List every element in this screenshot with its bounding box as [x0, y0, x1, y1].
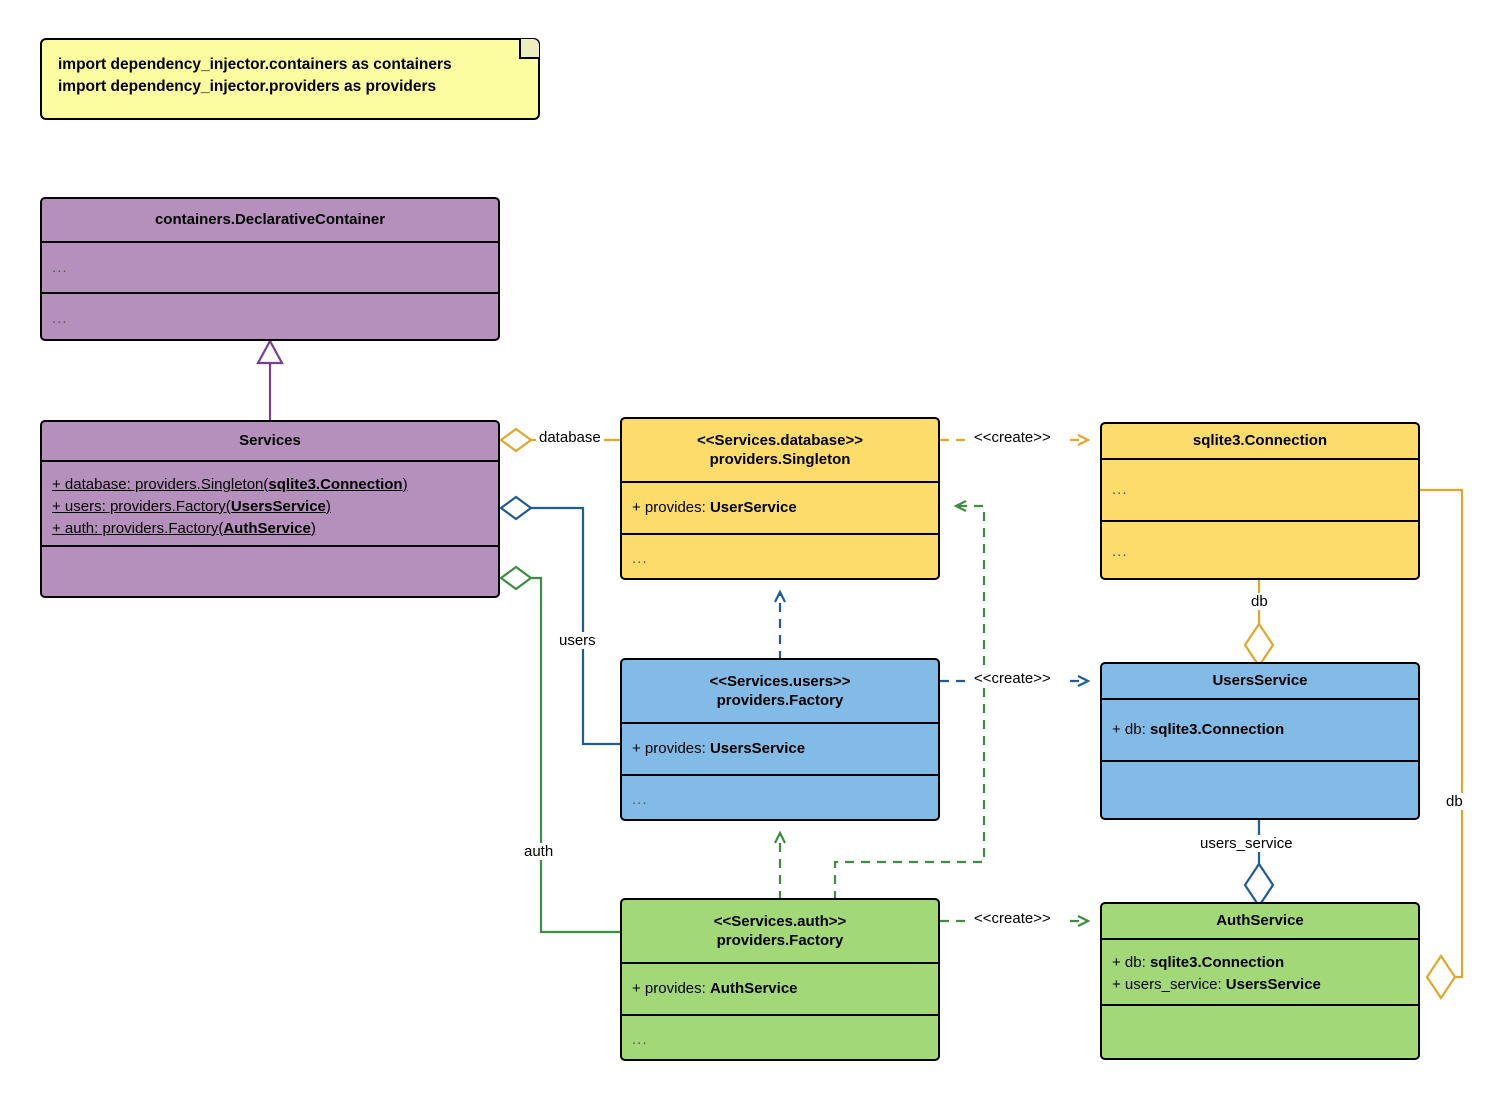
class-services-auth-header: <<Services.auth>> providers.Factory	[622, 900, 938, 962]
edge-label-create-users: <<create>>	[971, 670, 1054, 687]
edge-label-users: users	[556, 632, 599, 649]
class-services-database-methods: ...	[632, 549, 648, 567]
provides-users-prefix: + provides:	[632, 740, 710, 758]
class-services[interactable]: Services + database: providers.Singleton…	[40, 420, 500, 598]
class-sqlite3-connection-methods: ...	[1112, 543, 1128, 561]
edge-usersservice-authservice	[1243, 820, 1275, 908]
class-declarative-container[interactable]: containers.DeclarativeContainer ... ...	[40, 197, 500, 341]
import-note: import dependency_injector.containers as…	[40, 38, 540, 120]
class-sqlite3-connection[interactable]: sqlite3.Connection ... ...	[1100, 422, 1420, 580]
provides-type: UserService	[709, 499, 797, 517]
class-services-auth-attribute: + provides: AuthService	[632, 978, 798, 1000]
attr-auth-prefix: + auth: providers.Factory(	[52, 519, 224, 537]
class-users-service-name: UsersService	[1212, 672, 1308, 690]
attr-database-prefix: + database: providers.Singleton(	[52, 476, 269, 493]
class-auth-service[interactable]: AuthService + db: sqlite3.Connection + u…	[1100, 902, 1420, 1060]
class-services-users-provider[interactable]: <<Services.users>> providers.Factory + p…	[620, 658, 940, 821]
edge-label-db-usersservice: db	[1248, 593, 1271, 610]
attr-users-suffix: )	[325, 497, 331, 515]
note-text: import dependency_injector.containers as…	[42, 40, 538, 113]
note-line-1: import dependency_injector.containers as…	[58, 56, 452, 73]
usersservice-db-prefix: + db:	[1112, 721, 1150, 739]
attr-auth-type: AuthService	[223, 519, 311, 537]
authservice-us-prefix: + users_service:	[1112, 975, 1226, 993]
class-declarative-container-methods: ...	[52, 309, 68, 327]
class-services-name: Services	[239, 432, 301, 450]
class-services-database-attribute: + provides: UserService	[632, 497, 797, 519]
class-services-users-stereotype: <<Services.users>>	[709, 672, 851, 690]
class-auth-service-attribute-db: + db: sqlite3.Connection	[1112, 952, 1408, 974]
class-services-users-attribute: + provides: UsersService	[632, 738, 805, 760]
edge-services-users	[499, 495, 620, 746]
authservice-us-type: UsersService	[1225, 975, 1321, 993]
class-auth-service-name: AuthService	[1216, 912, 1304, 930]
class-services-auth-stereotype: <<Services.auth>>	[713, 912, 847, 930]
authservice-db-type: sqlite3.Connection	[1149, 954, 1285, 971]
edge-services-auth	[499, 565, 620, 934]
edge-label-database: database	[536, 429, 604, 446]
edge-label-create-database: <<create>>	[971, 429, 1054, 446]
note-line-2: import dependency_injector.providers as …	[58, 78, 437, 96]
edge-db-authservice	[1420, 488, 1464, 1000]
edge-label-auth: auth	[521, 843, 557, 860]
note-fold-corner	[519, 39, 539, 59]
class-services-database-stereotype: <<Services.database>>	[697, 431, 863, 449]
provides-auth-type: AuthService	[709, 980, 798, 998]
class-services-auth-methods: ...	[632, 1030, 648, 1048]
class-sqlite3-connection-attributes: ...	[1112, 481, 1128, 499]
class-sqlite3-connection-name: sqlite3.Connection	[1192, 432, 1328, 450]
edge-label-db-authservice: db	[1443, 793, 1466, 810]
edge-generalization-services-declarativecontainer	[256, 338, 284, 420]
attr-database-type: sqlite3.Connection	[268, 476, 403, 493]
class-users-service[interactable]: UsersService + db: sqlite3.Connection	[1100, 662, 1420, 820]
class-services-attribute-database: + database: providers.Singleton(sqlite3.…	[52, 474, 488, 496]
edge-label-users-service: users_service	[1197, 835, 1296, 852]
edge-label-create-auth: <<create>>	[971, 910, 1054, 927]
provides-users-type: UsersService	[709, 740, 806, 758]
class-services-attribute-users: + users: providers.Factory(UsersService)	[52, 496, 488, 518]
class-services-users-methods: ...	[632, 790, 648, 808]
class-services-auth-name: providers.Factory	[716, 932, 844, 949]
provides-auth-prefix: + provides:	[632, 980, 710, 998]
attr-users-prefix: + users: providers.Factory(	[52, 497, 231, 515]
class-declarative-container-name: containers.DeclarativeContainer	[154, 211, 386, 229]
class-services-database-header: <<Services.database>> providers.Singleto…	[622, 419, 938, 481]
provides-prefix: + provides:	[632, 499, 710, 517]
authservice-db-prefix: + db:	[1112, 954, 1150, 971]
attr-auth-suffix: )	[310, 519, 316, 537]
class-services-attribute-auth: + auth: providers.Factory(AuthService)	[52, 518, 488, 540]
attr-database-suffix: )	[402, 476, 408, 493]
class-services-users-header: <<Services.users>> providers.Factory	[622, 660, 938, 722]
class-services-database-name: providers.Singleton	[709, 451, 851, 468]
class-users-service-attribute-db: + db: sqlite3.Connection	[1112, 719, 1284, 741]
class-auth-service-attribute-users-service: + users_service: UsersService	[1112, 974, 1408, 996]
class-services-users-name: providers.Factory	[716, 692, 844, 709]
usersservice-db-type: sqlite3.Connection	[1149, 721, 1285, 739]
class-services-database-provider[interactable]: <<Services.database>> providers.Singleto…	[620, 417, 940, 580]
class-services-auth-provider[interactable]: <<Services.auth>> providers.Factory + pr…	[620, 898, 940, 1061]
class-declarative-container-attributes: ...	[52, 258, 68, 276]
attr-users-type: UsersService	[230, 497, 326, 515]
